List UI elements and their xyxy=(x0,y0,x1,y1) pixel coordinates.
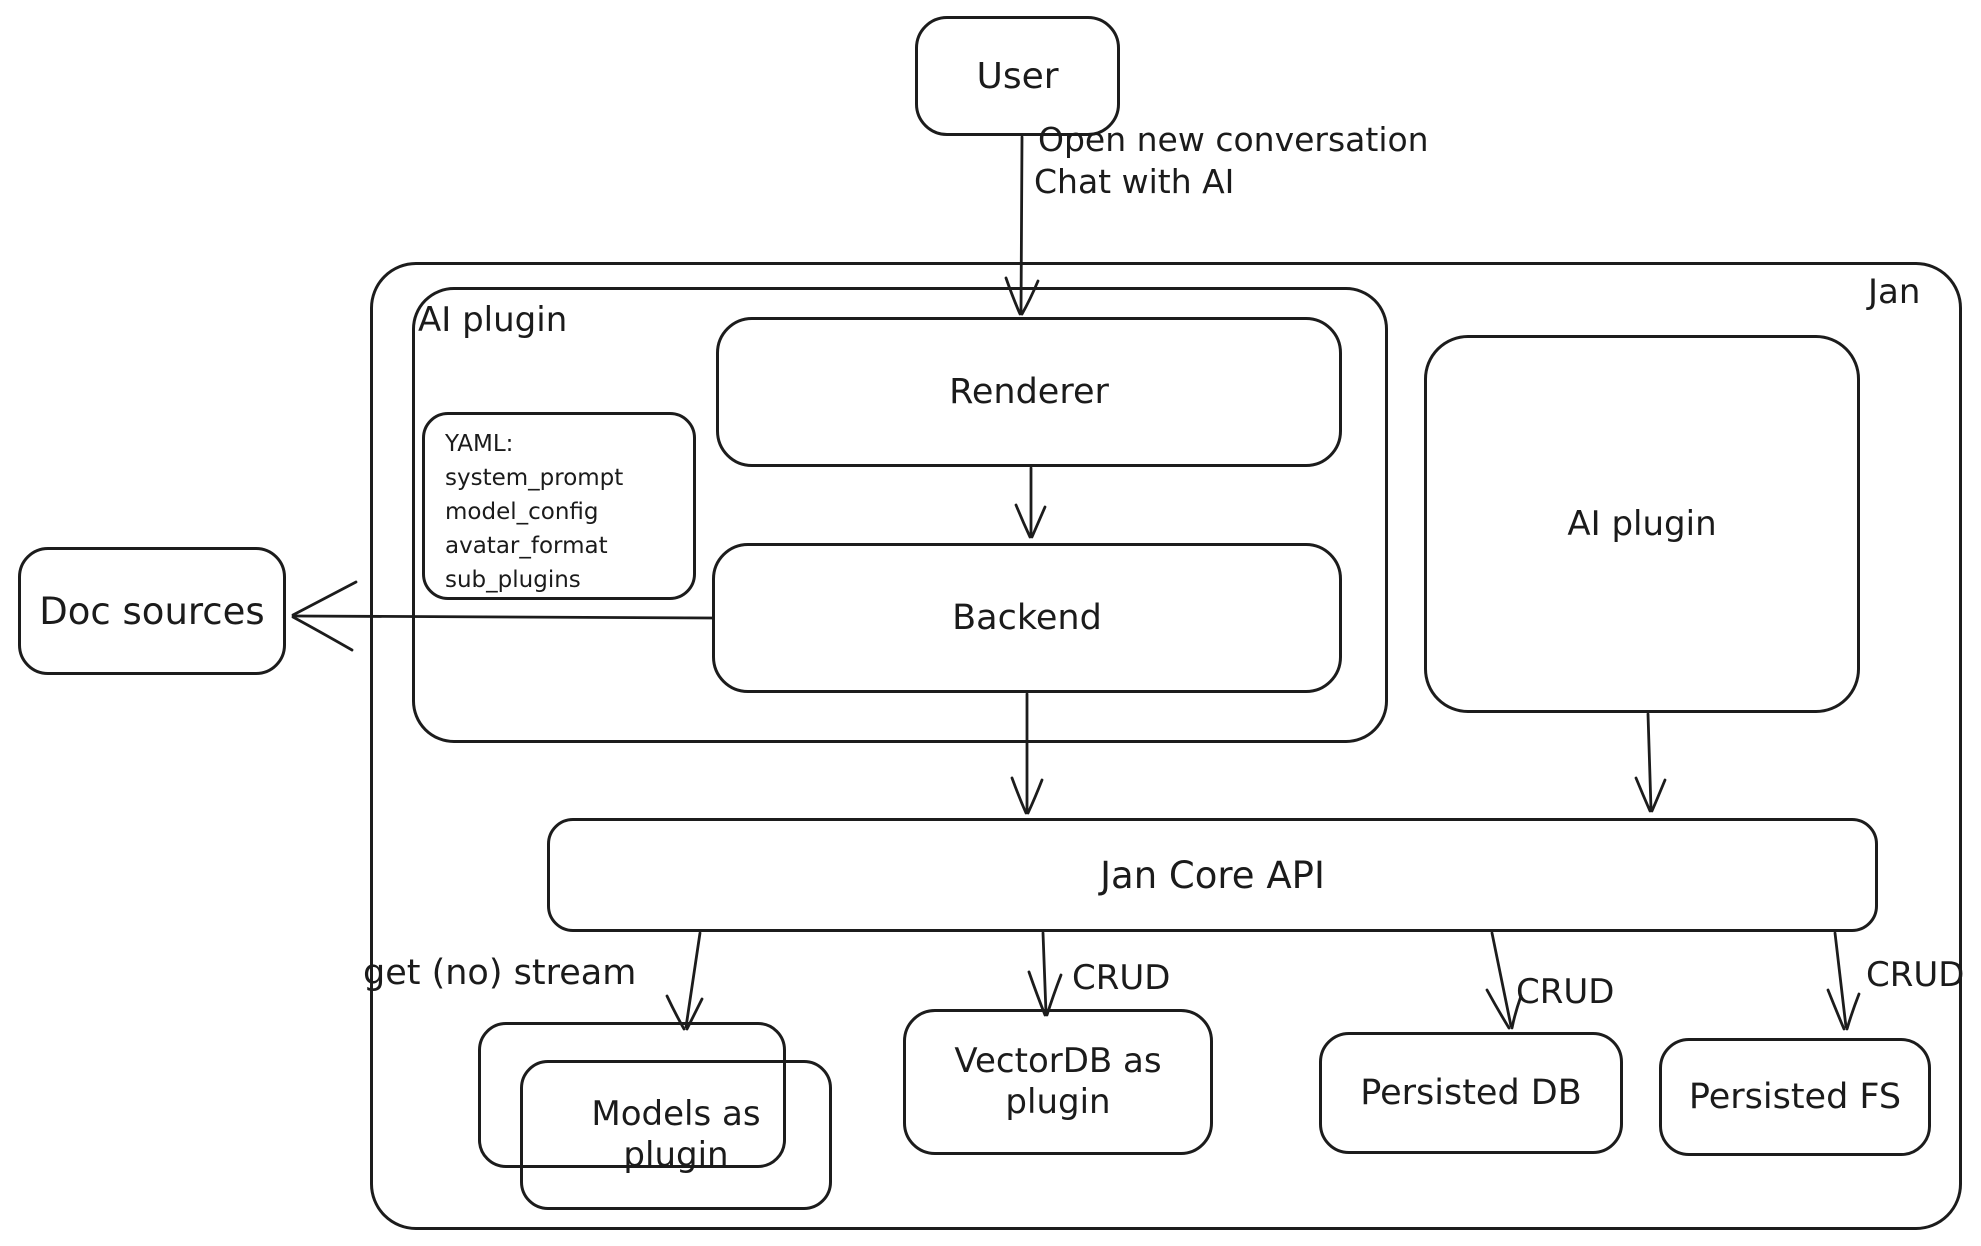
ai-plugin-container-label: AI plugin xyxy=(418,300,568,340)
yaml-note: YAML: system_prompt model_config avatar_… xyxy=(422,412,696,600)
vectordb-node: VectorDB as plugin xyxy=(903,1009,1213,1155)
jan-core-api-node: Jan Core API xyxy=(547,818,1878,932)
persisted-db-node: Persisted DB xyxy=(1319,1032,1623,1154)
doc-sources-node: Doc sources xyxy=(18,547,286,675)
backend-node-label: Backend xyxy=(952,598,1102,638)
jan-container xyxy=(370,262,1962,1230)
vectordb-node-label: VectorDB as plugin xyxy=(954,1040,1162,1122)
persisted-db-node-label: Persisted DB xyxy=(1360,1073,1582,1113)
yaml-note-line: sub_plugins xyxy=(445,567,581,593)
ai-plugin-container xyxy=(412,287,1388,743)
models-as-plugin-node: Models as plugin xyxy=(520,1060,832,1210)
edge-label-crud-persisted-db: CRUD xyxy=(1516,972,1615,1012)
yaml-note-line: avatar_format xyxy=(445,533,608,559)
ai-plugin-node-label: AI plugin xyxy=(1567,504,1717,544)
renderer-node-label: Renderer xyxy=(949,372,1109,412)
ai-plugin-node: AI plugin xyxy=(1424,335,1860,713)
edge-label-crud-vectordb: CRUD xyxy=(1072,958,1171,998)
backend-node: Backend xyxy=(712,543,1342,693)
user-node: User xyxy=(915,16,1120,136)
persisted-fs-node-label: Persisted FS xyxy=(1688,1077,1902,1117)
edge-label-open-new-conversation: Open new conversation xyxy=(1038,120,1429,159)
doc-sources-node-label: Doc sources xyxy=(39,589,265,633)
user-node-label: User xyxy=(976,55,1059,97)
models-as-plugin-node-label: Models as plugin xyxy=(591,1093,761,1175)
yaml-note-title: YAML: xyxy=(445,431,514,457)
edge-label-crud-persisted-fs: CRUD xyxy=(1866,955,1965,995)
jan-container-label: Jan xyxy=(1868,272,1921,312)
jan-core-api-node-label: Jan Core API xyxy=(1100,853,1325,897)
persisted-fs-node: Persisted FS xyxy=(1659,1038,1931,1156)
yaml-note-line: model_config xyxy=(445,499,599,525)
yaml-note-line: system_prompt xyxy=(445,465,624,491)
edge-label-chat-with-ai: Chat with AI xyxy=(1034,162,1235,201)
renderer-node: Renderer xyxy=(716,317,1342,467)
edge-label-get-no-stream: get (no) stream xyxy=(363,953,637,993)
models-as-plugin-node-back xyxy=(478,1022,786,1168)
